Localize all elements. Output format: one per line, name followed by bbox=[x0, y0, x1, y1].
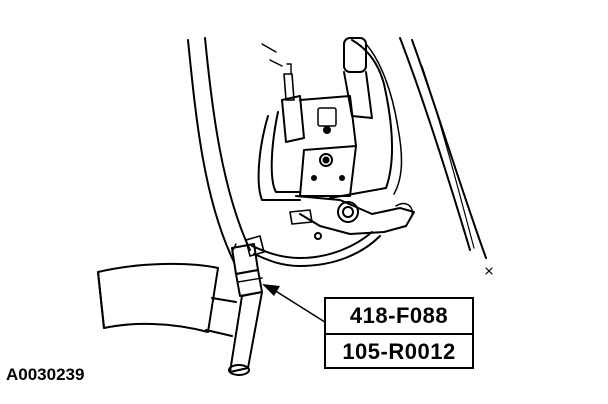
sensor-cable bbox=[245, 231, 381, 267]
pillar-panel-outline bbox=[187, 37, 487, 263]
seat-belt-channel bbox=[257, 37, 403, 201]
connector-probe bbox=[228, 243, 263, 376]
tool-shroud bbox=[97, 262, 237, 337]
figure-id: A0030239 bbox=[6, 365, 85, 384]
callout-leader-arrow bbox=[262, 284, 329, 325]
tool-callout-box: 418-F088 105-R0012 bbox=[324, 297, 474, 369]
reference-mark bbox=[485, 267, 493, 275]
tool-number-label: 105-R0012 bbox=[326, 333, 472, 369]
retractor-mechanism bbox=[281, 63, 415, 240]
tool-number-label: 418-F088 bbox=[349, 303, 449, 328]
